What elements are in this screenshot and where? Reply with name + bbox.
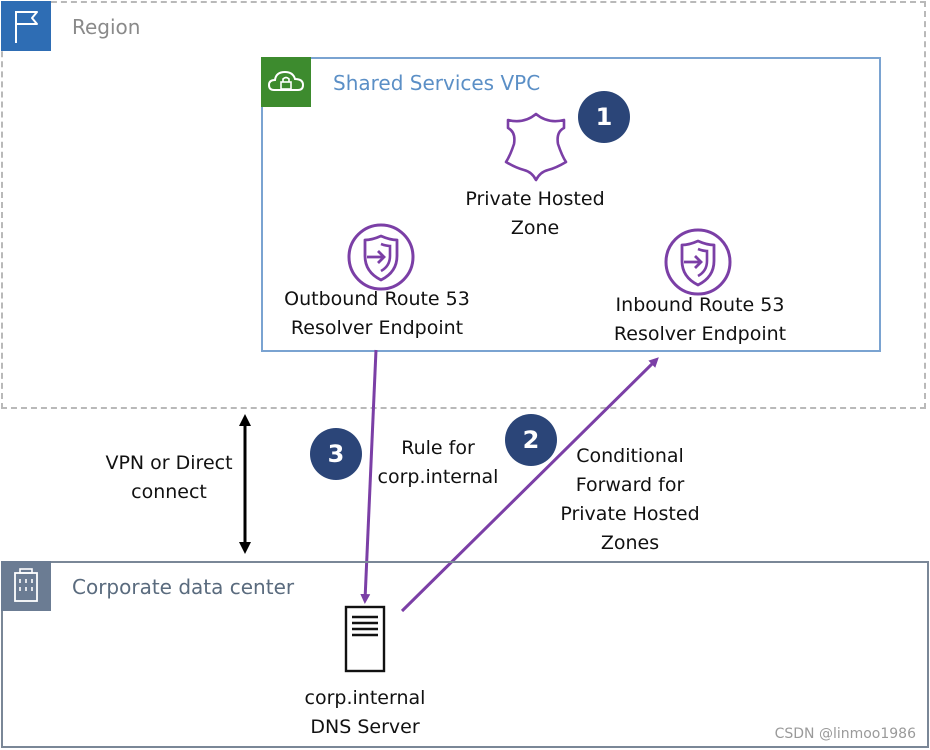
rule-line2: corp.internal [377,466,499,488]
private-hosted-zone-shield-icon [500,110,572,182]
watermark: CSDN @linmoo1986 [774,726,916,742]
outbound-resolver-endpoint-icon [346,222,416,292]
rule-label: Rule for corp.internal [368,434,508,492]
corporate-data-center-group [1,561,929,748]
dns-line2: DNS Server [310,716,420,738]
conditional-line3: Private Hosted [560,503,700,525]
corporate-building-icon [1,561,51,611]
dns-server-label: corp.internal DNS Server [275,684,455,742]
vpc-label: Shared Services VPC [333,71,541,95]
corporate-label: Corporate data center [72,575,295,599]
phz-line1: Private Hosted [465,188,605,210]
step-2-badge: 2 [505,414,557,466]
step-1-badge: 1 [578,91,630,143]
vpn-line2: connect [131,481,207,503]
conditional-line2: Forward for [575,474,685,496]
inbound-endpoint-label: Inbound Route 53 Resolver Endpoint [585,291,815,349]
conditional-line4: Zones [600,532,660,554]
region-label: Region [72,15,141,39]
rule-line1: Rule for [401,437,475,459]
phz-line2: Zone [510,217,560,239]
vpc-cloud-lock-icon [261,57,311,107]
dns-line1: corp.internal [304,687,426,709]
shared-services-vpc [261,57,881,352]
outbound-line2: Resolver Endpoint [290,317,464,339]
vpn-label: VPN or Direct connect [84,449,254,507]
conditional-line1: Conditional [576,445,684,467]
outbound-line1: Outbound Route 53 [284,288,470,310]
conditional-forward-label: Conditional Forward for Private Hosted Z… [540,442,720,558]
outbound-endpoint-label: Outbound Route 53 Resolver Endpoint [262,285,492,343]
dns-server-icon [344,605,386,675]
private-hosted-zone-label: Private Hosted Zone [440,185,630,243]
inbound-line1: Inbound Route 53 [615,294,785,316]
inbound-line2: Resolver Endpoint [613,323,787,345]
vpn-line1: VPN or Direct [105,452,233,474]
inbound-resolver-endpoint-icon [663,227,733,297]
outbound-to-dns-arrow [360,349,378,604]
dns-to-inbound-arrow [400,357,659,613]
region-flag-icon [1,1,51,51]
region-group [1,1,926,409]
step-3-badge: 3 [310,428,362,480]
